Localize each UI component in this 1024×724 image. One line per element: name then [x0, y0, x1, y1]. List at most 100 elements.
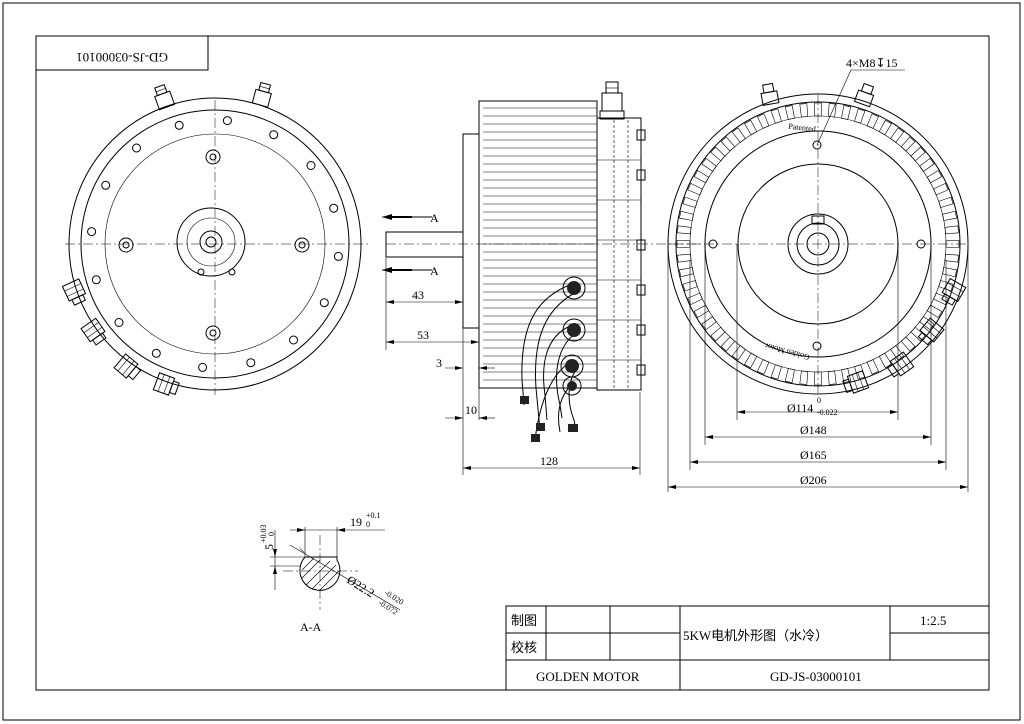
rim-hole [333, 251, 343, 261]
flange-tooth [720, 136, 736, 152]
rear-bolt-holes [118, 149, 310, 341]
flange-tooth [944, 225, 959, 235]
front-fitting-right [853, 82, 875, 108]
flange-tooth [900, 136, 916, 152]
cables [520, 276, 586, 442]
end-cap-features [597, 120, 646, 388]
flange-tooth [938, 196, 954, 208]
cable-gland [842, 370, 870, 394]
dim-206: Ø206 [800, 473, 827, 487]
flange-tooth [687, 182, 703, 196]
rim-hole [319, 298, 329, 308]
dim-148: Ø148 [800, 423, 827, 437]
key-width-upper: +0.1 [366, 511, 381, 520]
flange-tooth [942, 210, 957, 221]
front-view: Patented Golden Motor 4×M8↧15 Ø11 [667, 56, 969, 492]
front-bolt-holes [708, 140, 926, 351]
cable-glands-right [842, 277, 967, 394]
flange-tooth [841, 368, 852, 383]
flange-tooth [878, 119, 892, 136]
flange-tooth [677, 253, 692, 263]
side-water-fitting [599, 81, 625, 120]
flange-tooth [814, 371, 822, 386]
shaft-diameter: Ø22.2 [344, 573, 377, 601]
flange-tooth [910, 146, 926, 162]
section-a-top-label: A [430, 211, 439, 225]
flange-tooth [900, 336, 916, 352]
water-fitting-top-left [154, 83, 176, 111]
drawing-title: 5KW电机外形图（水冷） [683, 628, 828, 643]
flange-tooth [701, 316, 717, 331]
mirrored-drawing-number: GD-JS-03000101 [35, 35, 209, 71]
flange-tooth [731, 345, 746, 361]
rim-hole [269, 130, 279, 140]
flange-tooth [938, 280, 954, 292]
dim-165: Ø165 [800, 448, 827, 462]
cable-gland [61, 278, 87, 306]
rim-hole [222, 116, 232, 126]
rim-hole [101, 180, 111, 190]
flange-tooth [677, 225, 692, 235]
section-a-bottom-label: A [430, 264, 439, 278]
flange-tooth [854, 108, 866, 124]
patented-text: Patented [788, 122, 816, 134]
rim-hole [306, 161, 316, 170]
flange-tooth [770, 108, 782, 124]
flange-tooth [784, 368, 795, 383]
rim-hole [114, 318, 124, 327]
cable-gland [941, 277, 967, 306]
rim-hole [151, 348, 161, 358]
flange-tooth [799, 103, 809, 118]
flange-tooth [945, 240, 960, 248]
section-a-a: 19 +0.1 0 5 +0.03 0 Ø22.2 -0.020 -0.072 … [259, 511, 405, 634]
flange-tooth [756, 113, 770, 129]
flange-tooth [933, 182, 949, 196]
cap-bolt [636, 169, 646, 181]
rim-hole [91, 275, 101, 285]
flange-tooth [687, 292, 703, 306]
rim-hole [198, 362, 208, 372]
flange-tooth [827, 370, 837, 385]
rim-hole [87, 227, 97, 237]
flange-tooth [682, 196, 698, 208]
flange-tooth [720, 336, 736, 352]
water-fitting-top-right [251, 81, 272, 108]
flange-tooth [827, 103, 837, 118]
flange-tooth [910, 326, 926, 342]
rim-hole [246, 358, 256, 368]
flange-tooth [744, 352, 758, 369]
company-name: GOLDEN MOTOR [536, 669, 640, 684]
mirrored-number-text: GD-JS-03000101 [76, 50, 168, 65]
flange-tooth [770, 364, 782, 380]
flange-tooth [866, 359, 880, 375]
drawing-number: GD-JS-03000101 [770, 669, 862, 684]
rim-hole [289, 335, 298, 345]
flange-tooth [926, 170, 943, 184]
flange-tooth [784, 105, 795, 120]
rim-hole [132, 143, 141, 153]
flange-tooth [693, 170, 710, 184]
flange-tooth [919, 157, 935, 172]
cable-gland [113, 353, 142, 381]
cable-gland [886, 351, 915, 378]
flange-tooth [814, 102, 822, 117]
flange-tooth [926, 304, 943, 318]
flange-tooth [679, 210, 694, 221]
flange-tooth [710, 146, 726, 162]
section-arrow-top: A [382, 211, 439, 225]
flange-tooth [919, 316, 935, 331]
section-view-label: A-A [300, 620, 322, 634]
front-fitting-left [760, 82, 780, 106]
flange-tooth [890, 127, 905, 143]
section-arrow-bottom: A [382, 264, 439, 278]
dim-128: 128 [540, 454, 558, 468]
cable-glands-left [61, 278, 180, 396]
rim-hole [329, 203, 339, 213]
rear-view [61, 81, 370, 396]
cap-bolt [636, 364, 646, 376]
flange-tooth [710, 326, 726, 342]
dim-3: 3 [436, 356, 442, 370]
cap-bolt [636, 284, 646, 296]
scale-value: 1:2.5 [920, 613, 946, 628]
